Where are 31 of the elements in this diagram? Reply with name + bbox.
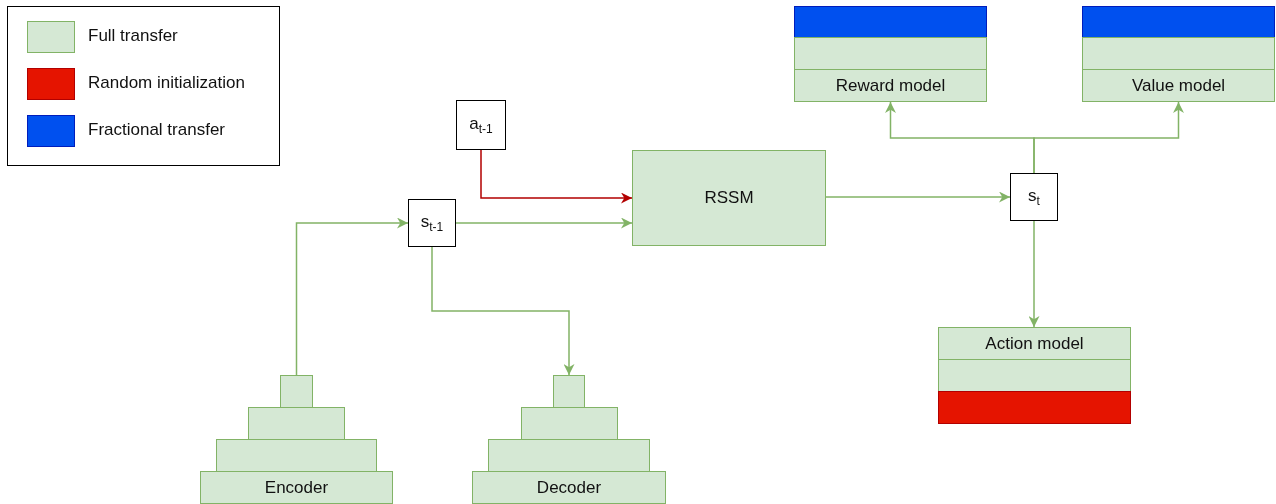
process-box: RSSM (632, 150, 826, 246)
layer-box (794, 6, 987, 38)
arrow (295, 217, 409, 376)
arrow (825, 191, 1011, 203)
arrow (455, 217, 633, 229)
layer-box (553, 375, 585, 408)
layer-box: Encoder (200, 471, 393, 504)
legend-label: Full transfer (88, 26, 178, 46)
layer-box (938, 359, 1131, 392)
layer-box: Action model (938, 327, 1131, 360)
layer-box (216, 439, 377, 472)
layer-box (521, 407, 618, 440)
arrow (1028, 220, 1040, 328)
variable-box: s$_{t}$ (1010, 173, 1058, 221)
layer-box (794, 37, 987, 70)
legend-label: Random initialization (88, 73, 245, 93)
layer-box (488, 439, 650, 472)
arrow (431, 246, 575, 376)
layer-box: Decoder (472, 471, 666, 504)
layer-box (938, 391, 1131, 424)
variable-box: a$_{t-1}$ (456, 100, 506, 150)
variable-box: s$_{t-1}$ (408, 199, 456, 247)
legend-label: Fractional transfer (88, 120, 225, 140)
arrow (1033, 101, 1184, 174)
layer-box (280, 375, 313, 408)
layer-box: Value model (1082, 69, 1275, 102)
layer-box (248, 407, 345, 440)
arrow (480, 149, 633, 204)
layer-box (1082, 6, 1275, 38)
layer-box (1082, 37, 1275, 70)
layer-box: Reward model (794, 69, 987, 102)
